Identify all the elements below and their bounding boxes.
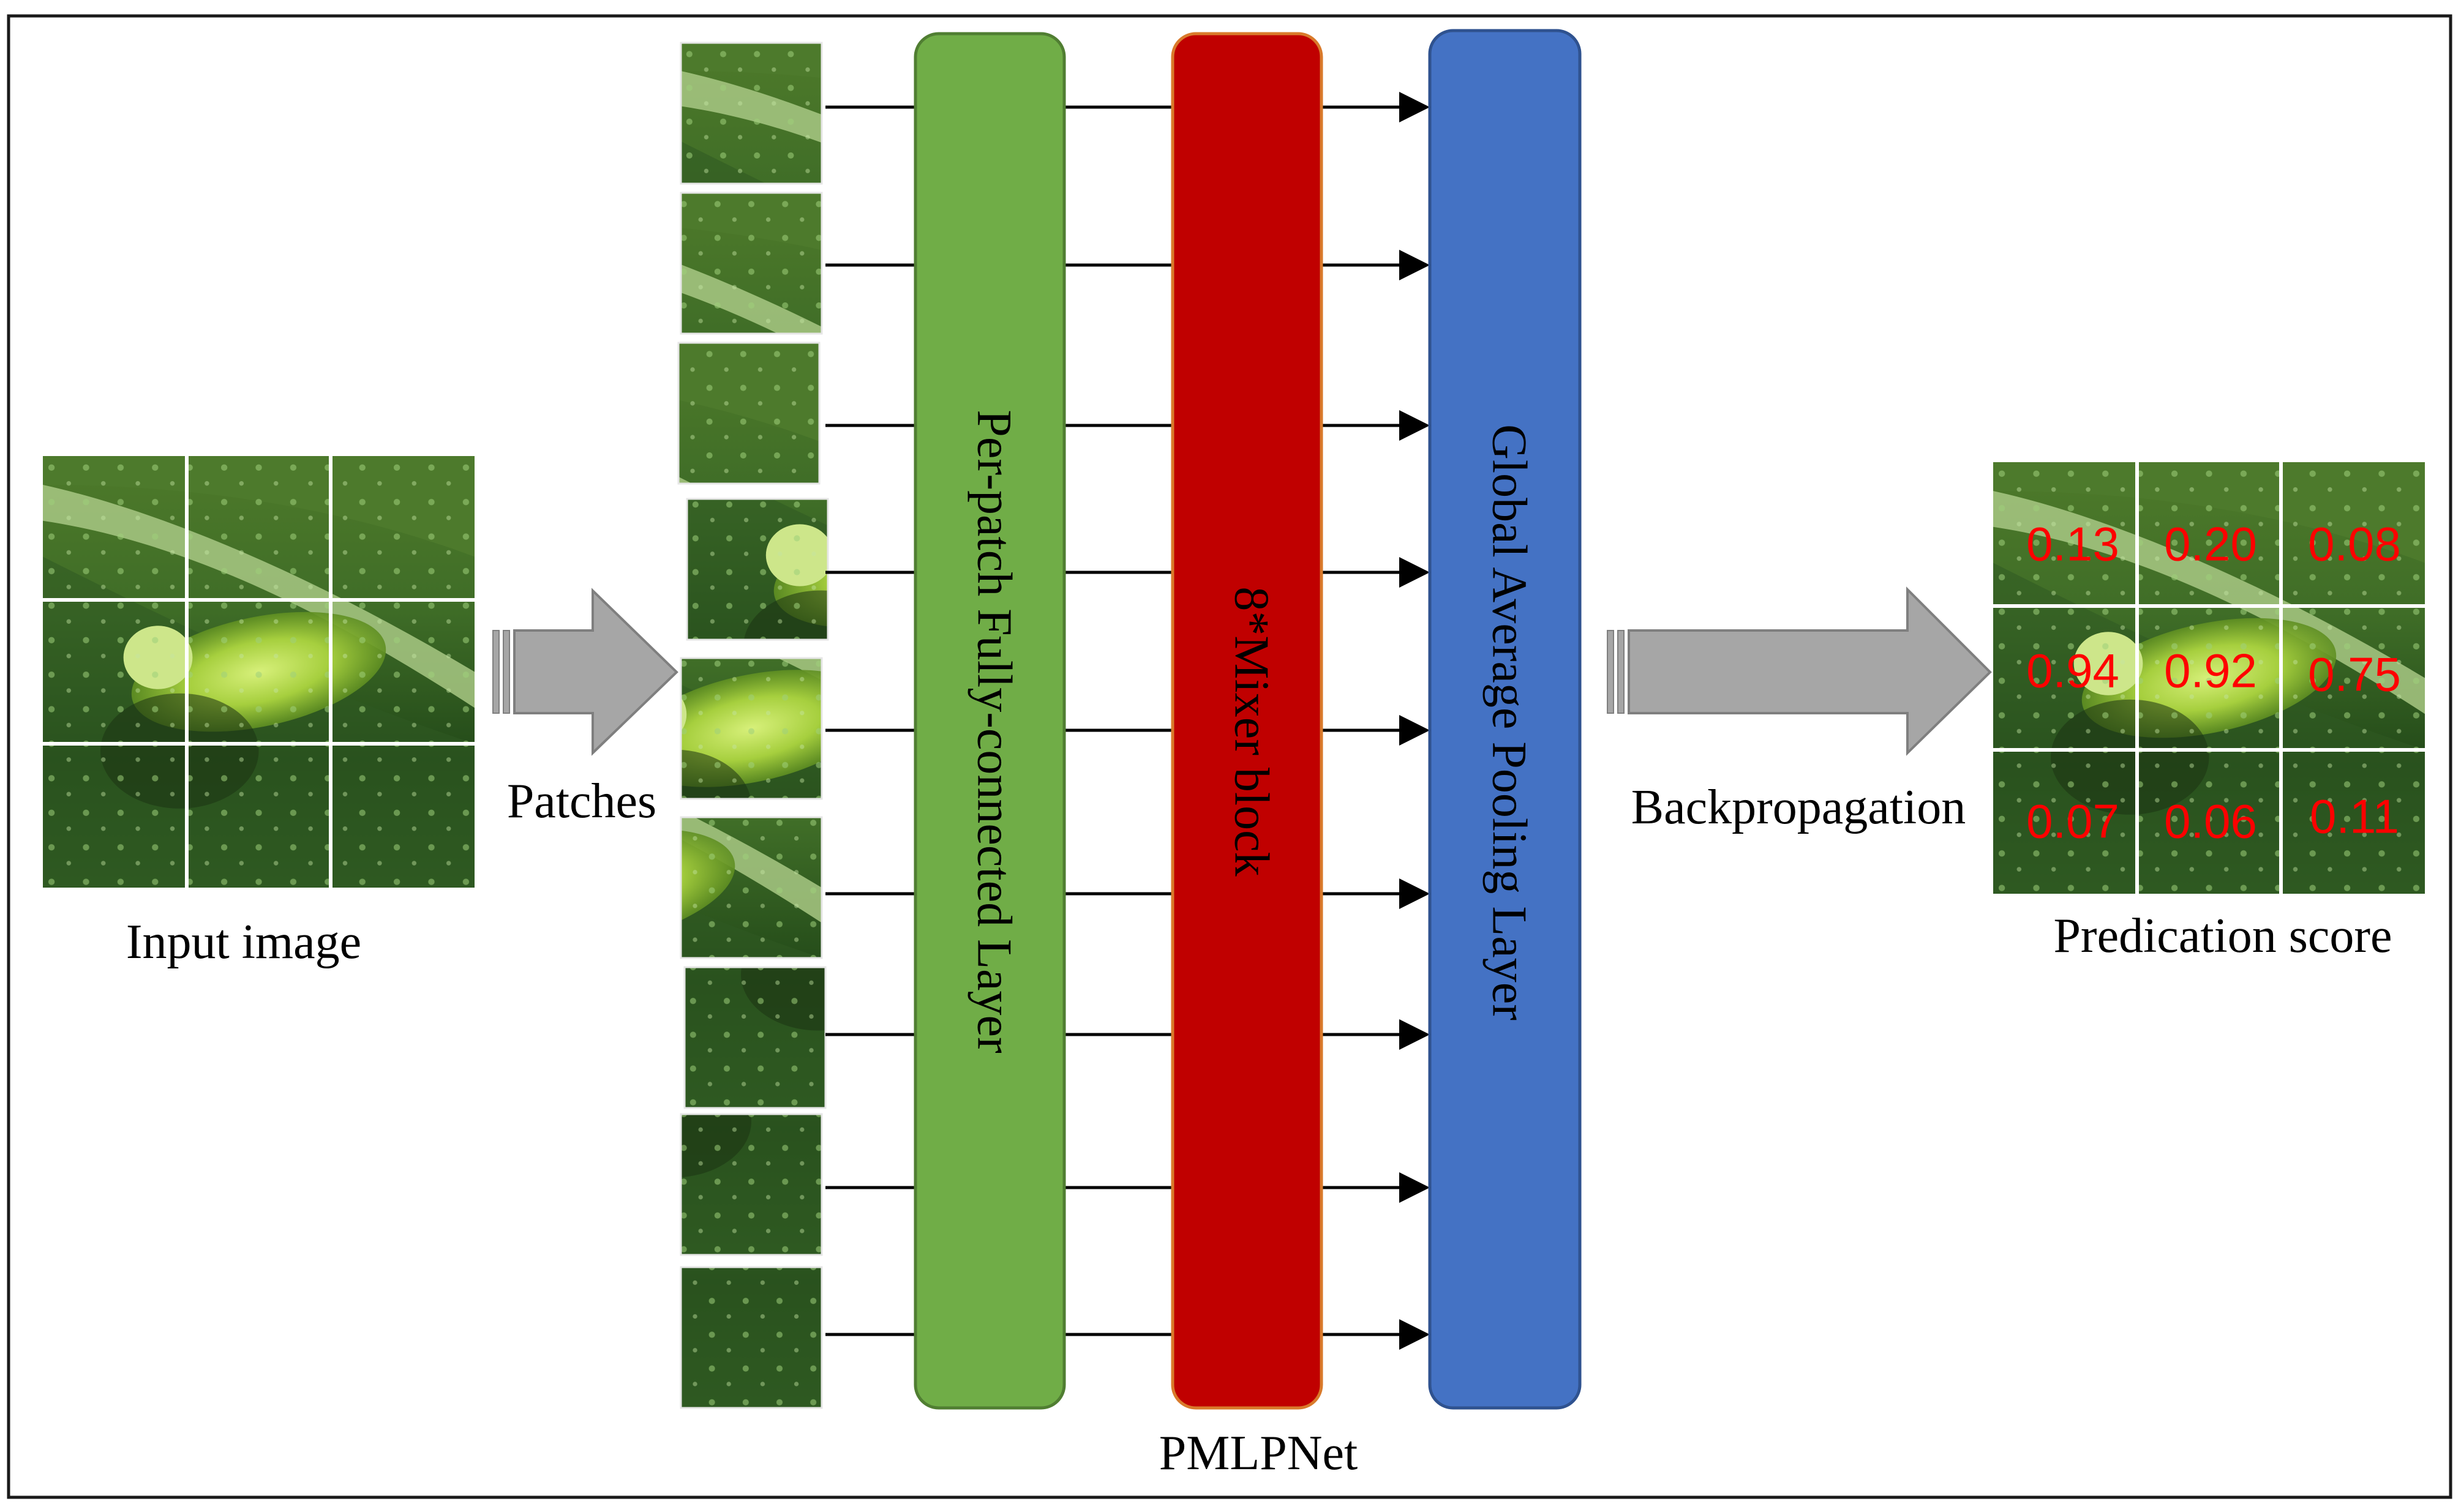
prediction-score-label: Predication score [2053,909,2392,963]
score-cell-r2c1: 0.94 [2026,644,2119,698]
patch-tile-1 [680,42,823,185]
score-cell-r3c2: 0.06 [2164,795,2257,848]
prediction-score-grid: 0.13 0.20 0.08 0.94 0.92 0.75 0.07 0.06 0.11 [1993,462,2425,894]
input-image-grid [43,456,475,888]
patch-tile-8 [680,1113,823,1256]
patch-tile-2 [680,192,823,335]
mixer-block-layer: 8*Mixer block [1171,32,1323,1410]
patch-tile-7 [683,966,827,1109]
input-image-label: Input image [126,915,361,969]
backpropagation-label: Backpropagation [1631,780,1966,834]
patch-tile-4 [686,498,829,641]
global-avg-pool-layer: Global Average Pooling Layer [1428,29,1582,1410]
patch-tile-6 [680,816,823,959]
patches-arrow [492,588,678,756]
score-cell-r3c3: 0.11 [2310,790,2399,844]
per-patch-fc-label: Per-patch Fully-connected Layer [967,410,1021,1053]
per-patch-fc-layer: Per-patch Fully-connected Layer [914,32,1066,1410]
score-cell-r3c1: 0.07 [2026,795,2119,848]
mixer-block-label: 8*Mixer block [1225,586,1279,876]
network-name-label: PMLPNet [1159,1426,1358,1480]
patch-column [677,42,829,1409]
input-image [43,456,475,888]
backpropagation-arrow [1607,586,1992,756]
score-cell-r2c3: 0.75 [2308,648,2401,702]
score-cells: 0.13 0.20 0.08 0.94 0.92 0.75 0.07 0.06 0.11 [2026,517,2401,848]
prediction-grid-lines [1993,462,2425,894]
patches-label: Patches [507,774,656,828]
score-cell-r2c2: 0.92 [2164,644,2257,698]
patch-connectors [825,92,1430,1350]
patch-tile-9 [680,1266,823,1409]
patch-tile-3 [677,342,821,485]
score-cell-r1c3: 0.08 [2308,517,2401,571]
score-cell-r1c2: 0.20 [2164,517,2257,571]
figure-frame [7,14,2452,1499]
patch-tile-5 [680,657,823,800]
global-avg-pool-label: Global Average Pooling Layer [1482,424,1536,1020]
score-cell-r1c1: 0.13 [2026,517,2119,571]
